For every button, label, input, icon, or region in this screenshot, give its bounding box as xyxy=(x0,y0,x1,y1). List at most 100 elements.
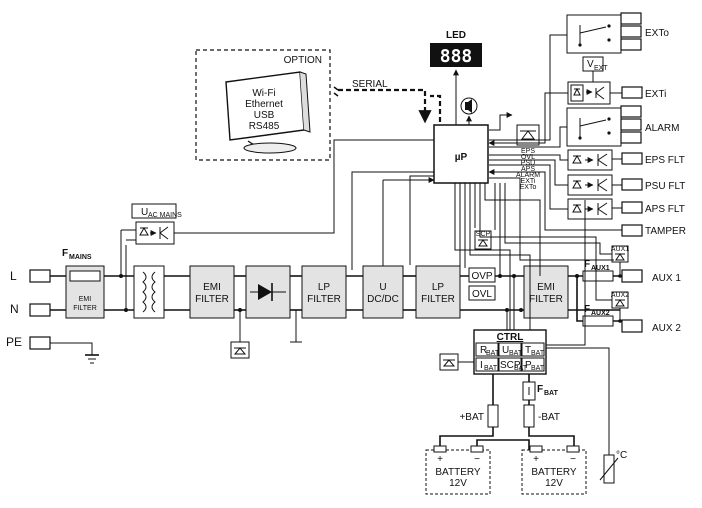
svg-text:SCP: SCP xyxy=(500,360,521,371)
aux1-label: AUX 1 xyxy=(652,273,681,284)
svg-text:F: F xyxy=(584,304,590,315)
bat-plus-label: +BAT xyxy=(459,412,484,423)
terminal-pe: PE xyxy=(6,335,22,349)
svg-text:EXT: EXT xyxy=(594,65,608,72)
svg-text:+: + xyxy=(533,454,539,465)
led-title: LED xyxy=(446,30,466,41)
option-title: OPTION xyxy=(284,55,322,66)
svg-text:AUX2: AUX2 xyxy=(591,310,610,317)
svg-text:BAT: BAT xyxy=(531,350,545,357)
svg-text:R: R xyxy=(480,345,487,356)
terminal-n: N xyxy=(10,302,19,316)
svg-text:F: F xyxy=(62,248,68,259)
uac-mains-detector: U AC MAINS xyxy=(119,139,434,312)
svg-text:PSU: PSU xyxy=(521,160,535,167)
temperature-sensor: °C xyxy=(546,347,627,484)
svg-text:FILTER: FILTER xyxy=(73,305,97,312)
output-label-exti: EXTi xyxy=(645,89,666,100)
battery-1-label: BATTERY xyxy=(435,467,481,478)
svg-text:AUX1: AUX1 xyxy=(591,265,610,272)
svg-text:V: V xyxy=(587,59,594,70)
svg-text:U: U xyxy=(141,207,148,218)
aux2-label: AUX 2 xyxy=(652,323,681,334)
svg-text:EXTi: EXTi xyxy=(521,178,536,185)
svg-text:BAT: BAT xyxy=(531,365,545,372)
bat-minus-label: -BAT xyxy=(538,412,560,423)
svg-text:BAT: BAT xyxy=(484,365,498,372)
led-display: LED 888 xyxy=(430,30,482,125)
svg-text:U: U xyxy=(379,282,386,293)
svg-text:OVL: OVL xyxy=(521,154,535,161)
svg-text:SCP: SCP xyxy=(476,231,491,238)
battery-2-label: BATTERY xyxy=(531,467,577,478)
svg-text:−: − xyxy=(474,454,480,465)
output-label-eps-flt: EPS FLT xyxy=(645,155,685,166)
option-module: OPTION Wi-Fi Ethernet USB RS485 xyxy=(195,49,331,161)
svg-text:BAT: BAT xyxy=(509,350,523,357)
led-detector-bat xyxy=(439,353,474,371)
svg-text:F: F xyxy=(537,384,543,395)
emi-filter-2: EMI FILTER xyxy=(523,265,569,319)
svg-text:EMI: EMI xyxy=(203,282,221,293)
output-label-tamper: TAMPER xyxy=(645,226,686,237)
output-label-exto: EXTo xyxy=(645,28,669,39)
output-label-psu-flt: PSU FLT xyxy=(645,181,685,192)
battery-2-voltage: 12V xyxy=(545,478,563,489)
mains-terminals: L N PE xyxy=(6,269,99,364)
option-ethernet: Ethernet xyxy=(245,99,283,110)
rectifier xyxy=(245,265,291,319)
svg-text:BAT: BAT xyxy=(514,365,528,372)
alarm-relay: ALARM xyxy=(489,105,679,148)
svg-text:EPS: EPS xyxy=(521,148,535,155)
fuse-aux2 xyxy=(582,315,614,327)
scp-detector: SCP xyxy=(474,230,492,250)
exto-relay: EXTo xyxy=(489,12,669,141)
serial-label: SERIAL xyxy=(352,79,388,90)
buzzer-icon xyxy=(460,97,478,125)
svg-text:EXTo: EXTo xyxy=(520,184,537,191)
ctrl-title: CTRL xyxy=(497,332,524,343)
emi-filter-1: EMI FILTER xyxy=(189,265,235,319)
svg-text:DC/DC: DC/DC xyxy=(367,294,399,305)
svg-text:LP: LP xyxy=(432,282,445,293)
up-label: µP xyxy=(455,152,468,163)
svg-text:FILTER: FILTER xyxy=(195,294,229,305)
svg-text:AC MAINS: AC MAINS xyxy=(148,212,182,219)
ovp-ovl: OVP OVL xyxy=(459,183,496,301)
svg-text:AUX1: AUX1 xyxy=(611,246,629,253)
svg-text:FILTER: FILTER xyxy=(307,294,341,305)
lp-filter-2: LP FILTER xyxy=(415,265,461,319)
svg-text:BAT: BAT xyxy=(544,390,559,397)
battery-1: + − BATTERY 12V xyxy=(425,445,491,495)
svg-text:MAINS: MAINS xyxy=(69,254,92,261)
tamper-input: TAMPER xyxy=(488,169,686,237)
battery-wiring: F BAT +BAT -BAT xyxy=(439,374,575,450)
ovp-label: OVP xyxy=(471,271,492,282)
aps-flt-output: APS FLT xyxy=(489,164,685,220)
svg-text:APS: APS xyxy=(521,166,535,173)
svg-text:AUX2: AUX2 xyxy=(611,292,629,299)
exti-input: V EXT EXTi xyxy=(488,56,666,146)
svg-text:P: P xyxy=(525,360,532,371)
svg-text:U: U xyxy=(502,345,509,356)
status-led-panel: EPS OVL PSU APS ALARM EXTi EXTo xyxy=(489,112,540,191)
battery-2: + − BATTERY 12V xyxy=(521,445,587,495)
svg-text:LP: LP xyxy=(318,282,331,293)
fuse-mains xyxy=(69,270,101,282)
psu-flt-output: PSU FLT xyxy=(489,159,685,196)
option-wifi: Wi-Fi xyxy=(252,88,275,99)
svg-text:FILTER: FILTER xyxy=(421,294,455,305)
svg-text:EMI: EMI xyxy=(79,296,92,303)
svg-text:°C: °C xyxy=(616,450,627,461)
eps-flt-output: EPS FLT xyxy=(489,149,685,171)
aux2-output: F AUX2 AUX 2 AUX2 xyxy=(479,183,681,334)
input-emi-filter: F MAINS EMI FILTER xyxy=(62,248,105,319)
serial-link: SERIAL xyxy=(333,79,442,124)
svg-text:FILTER: FILTER xyxy=(529,294,563,305)
svg-text:T: T xyxy=(525,345,531,356)
svg-text:−: − xyxy=(570,454,576,465)
transformer-icon xyxy=(133,265,165,319)
svg-text:F: F xyxy=(584,259,590,270)
output-label-aps-flt: APS FLT xyxy=(645,204,685,215)
led-digits: 888 xyxy=(440,46,473,67)
